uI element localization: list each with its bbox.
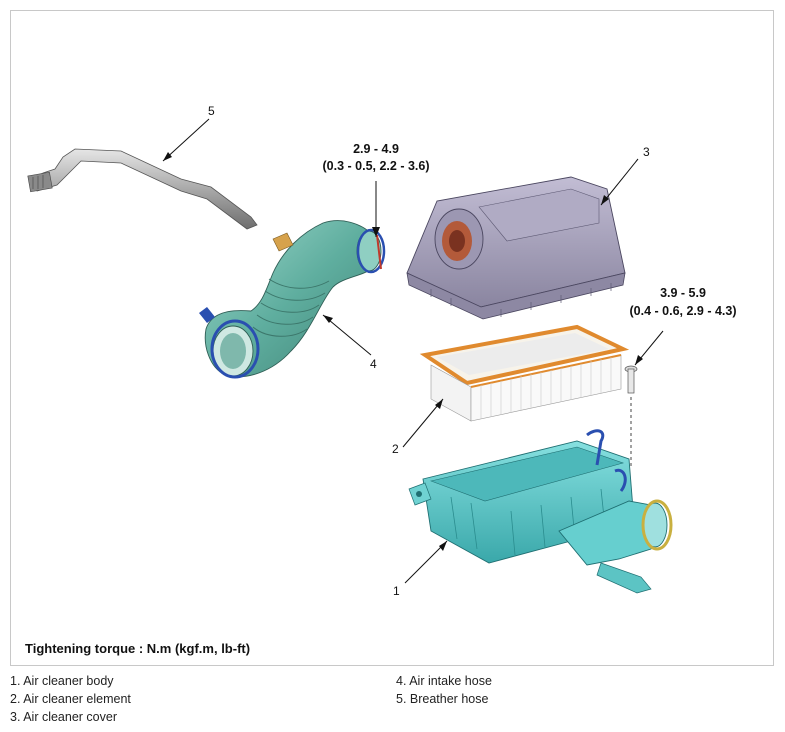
torque-caption: Tightening torque : N.m (kgf.m, lb-ft) — [25, 641, 251, 656]
callout-4: 4 — [370, 357, 377, 371]
air-cleaner-body — [408, 429, 673, 594]
legend-item: 3. Air cleaner cover — [10, 710, 117, 724]
torque-hose-line2: (0.3 - 0.5, 2.2 - 3.6) — [323, 159, 430, 173]
air-cleaner-cover — [406, 176, 626, 320]
legend-item: 4. Air intake hose — [396, 674, 492, 688]
diagram-frame: 5 3 4 2 1 2.9 - 4.9 (0.3 - 0.5, 2.2 - 3.… — [10, 10, 774, 666]
leader-lines — [162, 118, 664, 584]
exploded-view-diagram: 5 3 4 2 1 2.9 - 4.9 (0.3 - 0.5, 2.2 - 3.… — [27, 104, 737, 598]
torque-bolt-line2: (0.4 - 0.6, 2.9 - 4.3) — [630, 304, 737, 318]
legend-column-left: 1. Air cleaner body 2. Air cleaner eleme… — [10, 672, 131, 726]
callout-2: 2 — [392, 442, 399, 456]
cover-bolt — [624, 365, 638, 467]
torque-hose-line1: 2.9 - 4.9 — [353, 142, 399, 156]
breather-hose — [27, 148, 258, 230]
torque-bolt-line1: 3.9 - 5.9 — [660, 286, 706, 300]
legend-item: 5. Breather hose — [396, 692, 489, 706]
legend-column-right: 4. Air intake hose 5. Breather hose — [396, 672, 492, 708]
air-cleaner-element — [419, 324, 630, 422]
callout-5: 5 — [208, 104, 215, 118]
legend-item: 2. Air cleaner element — [10, 692, 131, 706]
legend-item: 1. Air cleaner body — [10, 674, 114, 688]
air-intake-hose — [199, 220, 386, 379]
callout-1: 1 — [393, 584, 400, 598]
callout-3: 3 — [643, 145, 650, 159]
